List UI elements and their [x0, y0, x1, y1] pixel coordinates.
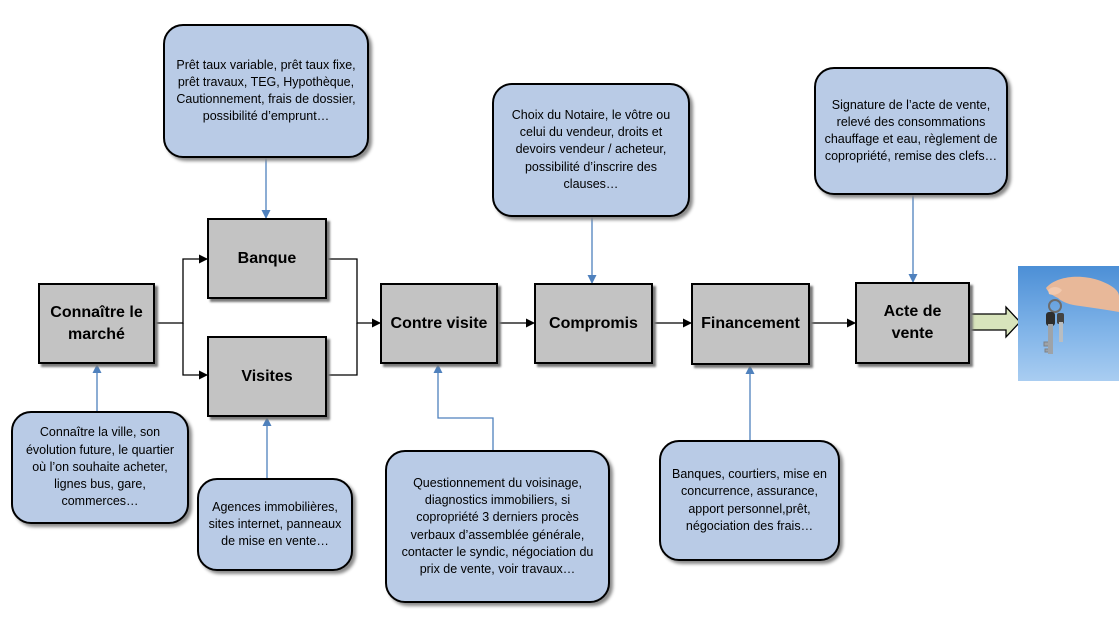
connector-visites-contre-visite: [327, 323, 358, 376]
step-connaitre-le-marche: Connaître le marché: [38, 283, 155, 364]
note-visites: Agences immobilières, sites internet, pa…: [197, 478, 353, 571]
connector-marche-banque: [155, 254, 208, 324]
note-connector-contre-visite: [433, 364, 494, 450]
step-financement: Financement: [691, 283, 810, 365]
note-contre-visite-text: Questionnement du voisinage, diagnostics…: [401, 475, 594, 576]
note-contre-visite: Questionnement du voisinage, diagnostics…: [385, 450, 610, 603]
connector-marche-visites: [182, 323, 208, 380]
note-compromis-text: Choix du Notaire, le vôtre ou celui du v…: [511, 107, 671, 191]
step-visites: Visites: [207, 336, 327, 417]
step-contre-visite: Contre visite: [380, 283, 498, 364]
step-banque: Banque: [207, 218, 327, 299]
note-compromis: Choix du Notaire, le vôtre ou celui du v…: [492, 83, 690, 217]
note-financement: Banques, courtiers, mise en concurrence,…: [659, 440, 840, 561]
connector-banque-contre-visite: [327, 258, 381, 328]
note-acte-de-vente: Signature de l’acte de vente, relevé des…: [814, 67, 1008, 195]
note-marche-text: Connaître la ville, son évolution future…: [25, 425, 174, 509]
note-banque-text: Prêt taux variable, prêt taux fixe, prêt…: [176, 57, 356, 124]
note-banque: Prêt taux variable, prêt taux fixe, prêt…: [163, 24, 369, 158]
note-connaitre-le-marche: Connaître la ville, son évolution future…: [11, 411, 189, 524]
step-compromis: Compromis: [534, 283, 653, 364]
note-financement-text: Banques, courtiers, mise en concurrence,…: [672, 467, 827, 533]
final-block-arrow: [969, 305, 1021, 339]
note-acte-text: Signature de l’acte de vente, relevé des…: [824, 97, 998, 164]
hand-holding-keys-photo: [1018, 266, 1119, 381]
note-visites-text: Agences immobilières, sites internet, pa…: [208, 499, 342, 549]
step-acte-de-vente: Acte de vente: [855, 282, 970, 364]
